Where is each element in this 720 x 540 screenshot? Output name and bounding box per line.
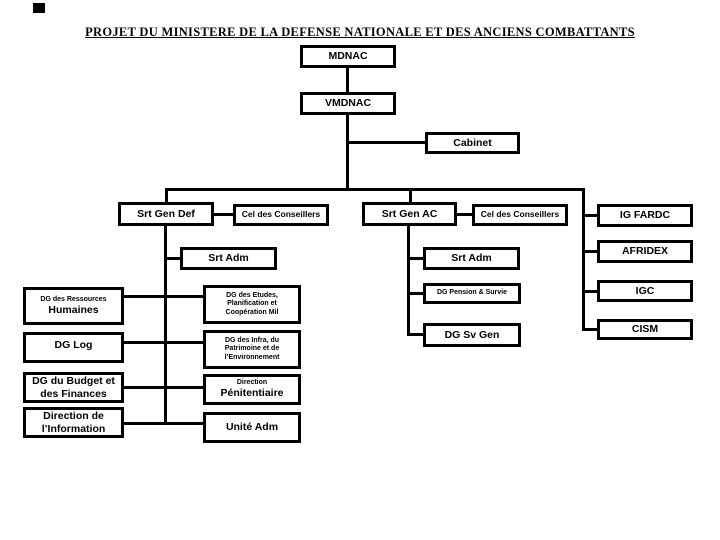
node-label: DG Sv Gen	[444, 328, 500, 341]
connector-row-info	[124, 422, 203, 425]
connector-vmdnac-trunk	[346, 114, 349, 191]
node-cabinet: Cabinet	[425, 132, 520, 154]
node-label: IGC	[635, 284, 655, 297]
node-label: DG des Infra, du	[224, 337, 280, 345]
trunk-right	[407, 226, 410, 336]
node-label: Patrimoine et de	[224, 345, 280, 353]
node-label: DG des Ressources	[40, 295, 107, 303]
connector-cel-def	[214, 213, 233, 216]
node-vmdnac: VMDNAC	[300, 92, 396, 115]
node-label: DG du Budget et	[32, 375, 115, 388]
node-cel-conseillers-ac: Cel des Conseillers	[472, 204, 568, 226]
connector-srt-adm-def	[167, 257, 180, 260]
node-label: CISM	[631, 323, 659, 336]
node-label: MDNAC	[328, 50, 368, 63]
node-dg-pension-survie: DG Pension & Survie	[423, 283, 521, 304]
node-dg-etudes-planification: DG des Etudes, Planification et Coopérat…	[203, 285, 301, 324]
connector-ig-fardc	[585, 214, 597, 217]
node-dg-infra-patrimoine: DG des Infra, du Patrimoine et de l’Envi…	[203, 330, 301, 369]
node-label: Humaines	[48, 303, 99, 316]
connector-row-log	[124, 341, 203, 344]
connector-igc	[585, 290, 597, 293]
node-label: DG Pension & Survie	[436, 289, 508, 297]
connector-row-budget	[124, 386, 203, 389]
node-label: DG Log	[54, 339, 93, 351]
node-unite-adm: Unité Adm	[203, 412, 301, 443]
node-dg-log: DG Log	[23, 332, 124, 363]
node-label: Cel des Conseillers	[241, 209, 321, 220]
node-label: Srt Adm	[451, 252, 492, 265]
node-label: IG FARDC	[619, 209, 671, 222]
node-label: Srt Adm	[208, 252, 249, 265]
node-label: Direction	[236, 379, 268, 387]
connector-cabinet	[347, 141, 425, 144]
node-label: Coopération Mil	[225, 308, 279, 316]
node-srt-gen-def: Srt Gen Def	[118, 202, 214, 226]
node-srt-adm-def: Srt Adm	[180, 247, 277, 270]
node-dg-budget-finances: DG du Budget et des Finances	[23, 372, 124, 403]
connector-afridex	[585, 250, 597, 253]
node-label: Cel des Conseillers	[480, 209, 560, 220]
node-mdnac: MDNAC	[300, 45, 396, 68]
node-srt-adm-ac: Srt Adm	[423, 247, 520, 270]
node-label: des Finances	[40, 387, 107, 400]
node-direction-information: Direction de l’Information	[23, 407, 124, 438]
node-label: l’Environnement	[224, 353, 280, 361]
node-label: l’Information	[41, 422, 106, 435]
trunk-far-right	[582, 191, 585, 331]
drop-srt-gen-ac	[409, 191, 412, 202]
node-afridex: AFRIDEX	[597, 240, 693, 263]
node-label: AFRIDEX	[621, 245, 669, 258]
node-label: Planification et	[227, 300, 277, 308]
node-label: Pénitentiaire	[220, 387, 284, 400]
connector-row-ressources	[124, 295, 203, 298]
node-srt-gen-ac: Srt Gen AC	[362, 202, 457, 226]
connector-cel-ac	[457, 213, 472, 216]
connector-dg-pension	[410, 292, 423, 295]
node-dg-ressources-humaines: DG des Ressources Humaines	[23, 287, 124, 325]
node-label: Direction de	[43, 410, 104, 423]
distribution-line	[165, 188, 585, 191]
slide-corner-mark	[33, 3, 45, 13]
connector-cism	[585, 328, 597, 331]
connector-srt-adm-ac	[410, 257, 423, 260]
page-title: PROJET DU MINISTERE DE LA DEFENSE NATION…	[85, 25, 635, 39]
node-label: Srt Gen AC	[381, 207, 438, 220]
node-direction-penitentiaire: Direction Pénitentiaire	[203, 374, 301, 405]
node-label: DG des Etudes,	[226, 292, 278, 300]
node-label: Cabinet	[453, 136, 492, 149]
node-igc: IGC	[597, 280, 693, 302]
node-label: Unité Adm	[225, 421, 279, 434]
connector-mdnac-vmdnac	[346, 68, 349, 92]
node-label: Srt Gen Def	[137, 207, 195, 220]
node-cism: CISM	[597, 319, 693, 340]
connector-dg-svgen	[410, 333, 423, 336]
drop-srt-gen-def	[165, 191, 168, 202]
node-cel-conseillers-def: Cel des Conseillers	[233, 204, 329, 226]
node-dg-svgen: DG Sv Gen	[423, 323, 521, 347]
node-label: VMDNAC	[324, 97, 372, 110]
trunk-left	[164, 226, 167, 425]
node-ig-fardc: IG FARDC	[597, 204, 693, 227]
